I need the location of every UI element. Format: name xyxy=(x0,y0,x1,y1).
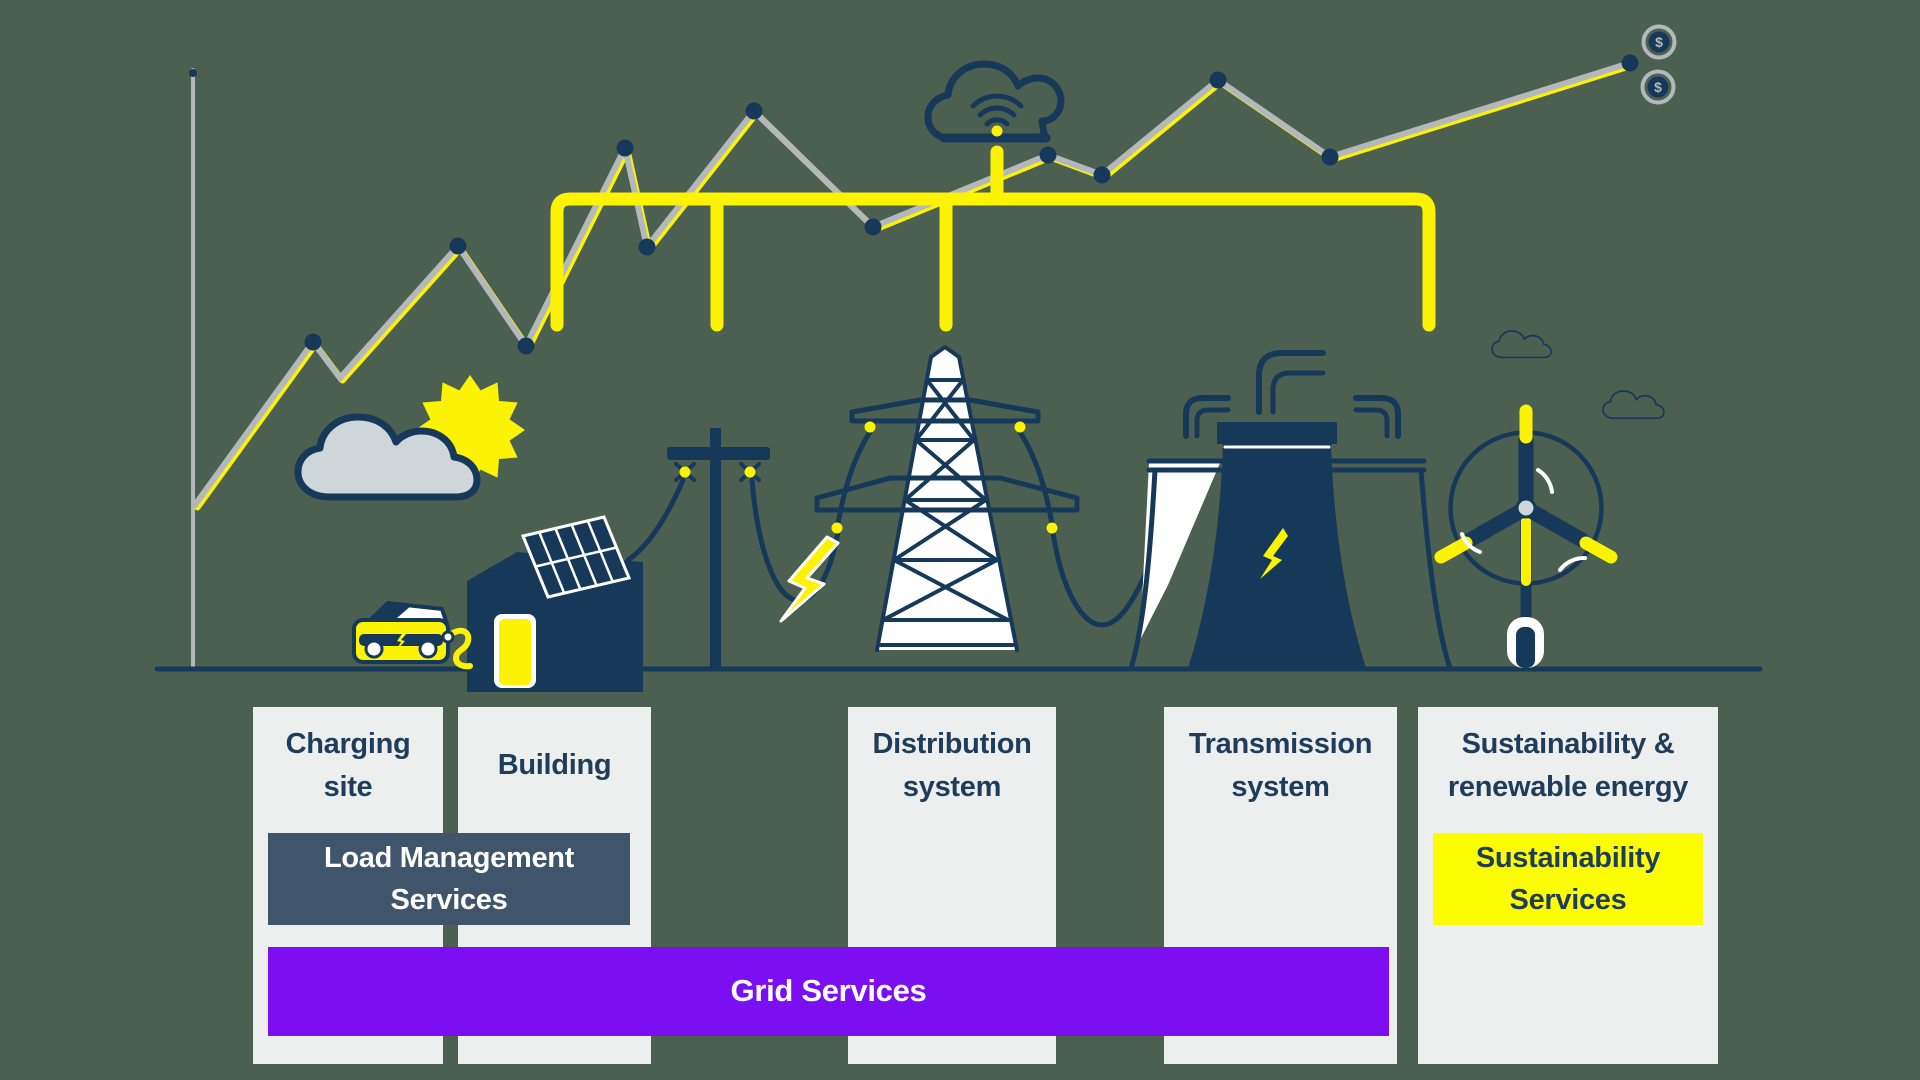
data-point-dot xyxy=(638,238,656,256)
connector-bracket xyxy=(550,145,1436,332)
data-point-dot xyxy=(864,218,882,236)
solar-panel xyxy=(520,515,632,599)
door xyxy=(494,614,536,688)
trend-line-path xyxy=(192,60,1633,508)
section-label: Sustainability & renewable energy xyxy=(1447,727,1689,804)
lower-crossarm xyxy=(814,475,1080,513)
plant-highlight xyxy=(1140,463,1220,640)
upper-crossarm xyxy=(849,397,1041,424)
wind-turbine-illustration xyxy=(1434,330,1665,672)
dollar-coin-icons: $$ xyxy=(1640,24,1677,105)
insulator-dot xyxy=(864,421,876,433)
insulator-dot xyxy=(1046,522,1058,534)
section-label: Distribution system xyxy=(872,727,1032,804)
wire-tower-plant xyxy=(1050,530,1155,628)
chart-axis xyxy=(189,68,197,669)
hub xyxy=(1515,497,1537,519)
car-bolt-icon xyxy=(395,631,407,652)
axis-top-dot xyxy=(189,69,197,77)
data-point-dot xyxy=(1039,146,1057,164)
headlight xyxy=(364,639,384,659)
svg-text:$: $ xyxy=(1655,34,1663,50)
data-point-dot xyxy=(745,102,763,120)
building-illustration xyxy=(467,515,643,692)
trend-line-glow xyxy=(194,62,1636,511)
section-label: Transmission system xyxy=(1188,727,1373,804)
main-cooling-tower xyxy=(1188,443,1366,668)
data-points xyxy=(304,54,1639,355)
insulator-dot xyxy=(1014,421,1026,433)
insulator-dot xyxy=(831,522,843,534)
power-plant-illustration xyxy=(1128,350,1453,671)
sustainability-services-banner: Sustainability Services xyxy=(1433,833,1703,925)
section-label: Charging site xyxy=(285,727,411,804)
load-management-banner: Load Management Services xyxy=(268,833,630,925)
data-point-dot xyxy=(1093,166,1111,184)
data-point-dot xyxy=(449,237,467,255)
wire-house xyxy=(625,477,686,563)
insulator-dot xyxy=(744,466,756,478)
utility-pole-illustration xyxy=(625,428,841,668)
cloud-wifi-icon xyxy=(924,60,1065,143)
weather-cloud-icon xyxy=(294,413,481,501)
distribution-tower-illustration xyxy=(814,345,1155,652)
small-cloud-icon xyxy=(1491,330,1552,359)
data-point-dot xyxy=(304,333,322,351)
dollar-coin-icon: $ xyxy=(1640,69,1676,105)
charging-cable xyxy=(445,627,473,670)
grid-services-banner: Grid Services xyxy=(268,947,1389,1036)
data-point-dot xyxy=(616,139,634,157)
plant-bolt-icon xyxy=(1260,528,1288,579)
data-point-dot xyxy=(1321,148,1339,166)
section-label: Building xyxy=(497,749,612,782)
data-point-dot xyxy=(517,337,535,355)
small-cloud-icon xyxy=(1602,390,1665,420)
ev-car-illustration xyxy=(352,601,473,670)
trend-line: $$ xyxy=(192,24,1677,511)
data-point-dot xyxy=(1209,71,1227,89)
headlight xyxy=(418,639,438,659)
svg-text:$: $ xyxy=(1654,79,1662,95)
charge-connector xyxy=(441,630,455,644)
insulator-dot xyxy=(679,466,691,478)
crossarm xyxy=(667,447,770,460)
data-point-dot xyxy=(1621,54,1639,72)
steam-pipes xyxy=(1183,350,1401,439)
dollar-coin-icon: $ xyxy=(1641,24,1677,60)
lightning-bolt-icon xyxy=(779,535,840,623)
